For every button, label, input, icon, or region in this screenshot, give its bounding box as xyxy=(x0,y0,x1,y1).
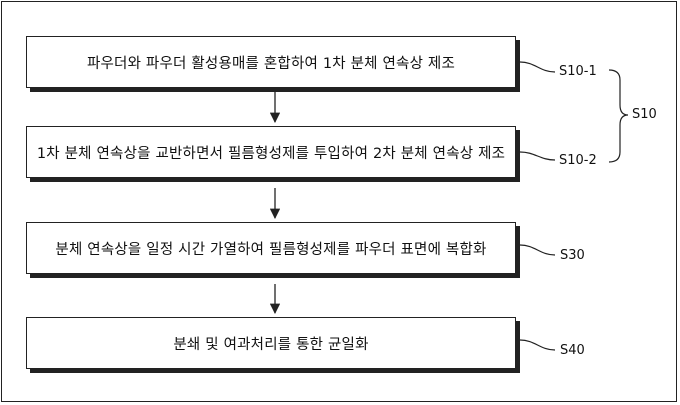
step-4-text: 분쇄 및 여과처리를 통한 균일화 xyxy=(173,336,369,353)
step-3-text: 분체 연속상을 일정 시간 가열하여 필름형성제를 파우더 표면에 복합화 xyxy=(55,241,487,258)
step-box-3: 분체 연속상을 일정 시간 가열하여 필름형성제를 파우더 표면에 복합화 xyxy=(26,222,516,274)
step-box-1: 파우더와 파우더 활성용매를 혼합하여 1차 분체 연속상 제조 xyxy=(26,36,516,88)
step-1-text: 파우더와 파우더 활성용매를 혼합하여 1차 분체 연속상 제조 xyxy=(86,55,456,72)
step-3-label: S30 xyxy=(560,248,585,263)
step-4-label: S40 xyxy=(560,343,585,358)
step-2-label: S10-2 xyxy=(559,153,597,168)
step-box-4: 분쇄 및 여과처리를 통한 균일화 xyxy=(26,317,516,369)
step-1-label: S10-1 xyxy=(559,64,597,79)
step-2-text: 1차 분체 연속상을 교반하면서 필름형성제를 투입하여 2차 분체 연속상 제… xyxy=(36,145,506,162)
step-box-2: 1차 분체 연속상을 교반하면서 필름형성제를 투입하여 2차 분체 연속상 제… xyxy=(26,126,516,178)
group-label: S10 xyxy=(632,107,657,122)
